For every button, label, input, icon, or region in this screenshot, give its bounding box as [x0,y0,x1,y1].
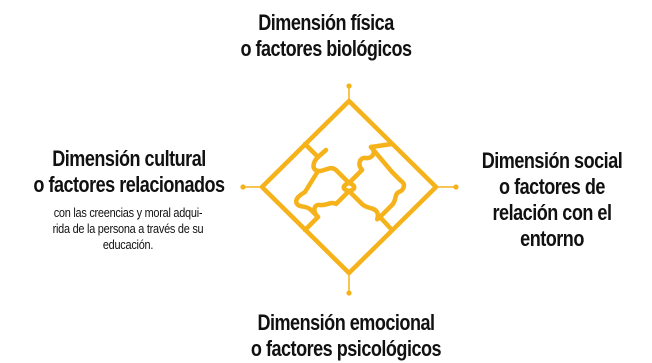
puzzle-seam-lower [302,188,395,233]
dimension-fisica-label: Dimensión física o factores biológicos [211,10,441,62]
dimension-cultural-subtitle: o factores relacionados [33,172,225,197]
dimension-cultural-desc-line: rida de la persona a través de su [52,221,204,236]
diamond-outline [259,98,439,276]
puzzle-seam-upper [302,141,395,186]
dimension-cultural-label: Dimensión cultural o factores relacionad… [23,146,235,198]
dimension-cultural-title: Dimensión cultural [52,146,206,171]
dimension-social-subtitle: o factores de [499,174,605,199]
dimension-emocional-label: Dimensión emocional o factores psicológi… [223,310,469,362]
puzzle-seam-left [294,147,329,220]
dimension-social-title: Dimensión social [481,148,623,173]
dimension-emocional-title: Dimensión emocional [257,310,435,335]
connector-dot-left [240,184,246,190]
dimension-emocional-subtitle: o factores psicológicos [250,336,442,361]
dimension-social-subtitle: entorno [520,226,584,251]
dimension-fisica-subtitle: o factores biológicos [240,36,412,61]
dimension-cultural-description: con las creencias y moral adqui- rida de… [22,205,234,253]
dimension-fisica-title: Dimensión física [258,10,394,35]
connector-dot-right [453,184,459,190]
dimension-social-label: Dimensión social o factores de relación … [470,148,634,252]
puzzle-seam-right [368,144,407,220]
connector-dot-top [346,83,352,89]
dimension-social-subtitle: relación con el [492,200,612,225]
puzzle-seam-center [341,180,357,194]
dimension-cultural-desc-line: con las creencias y moral adqui- [53,205,203,220]
connector-dot-bottom [346,290,352,296]
dimension-cultural-desc-line: educación. [102,237,154,252]
